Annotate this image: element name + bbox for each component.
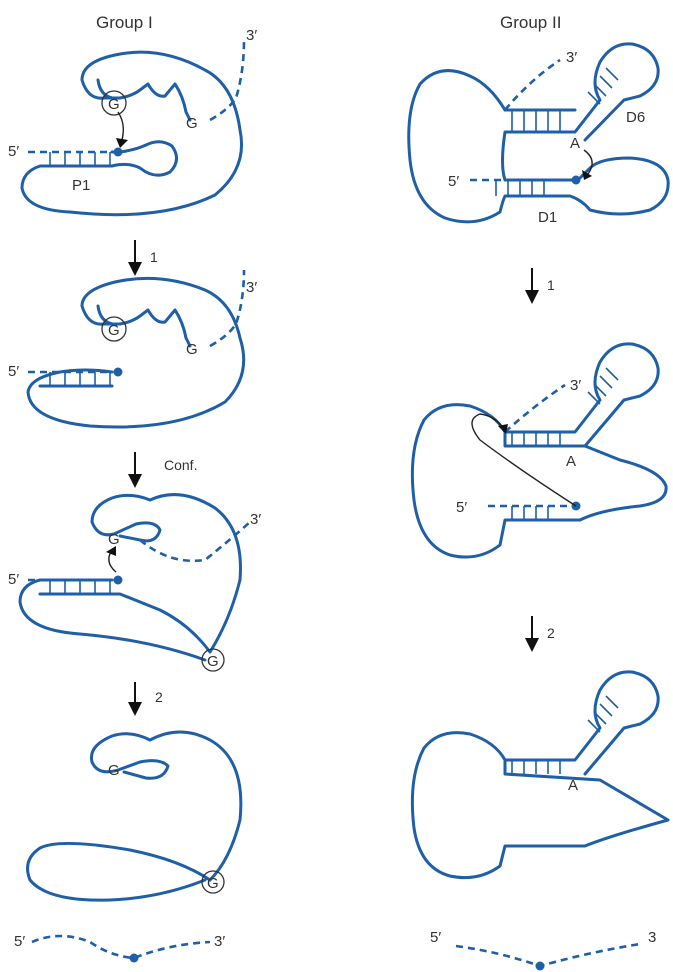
three-prime-label: 3′ — [214, 933, 225, 950]
group-ii-stage-3: A — [410, 670, 670, 880]
group-i-ligated-exons: 5′ 3′ — [14, 933, 225, 963]
step-1-label: 1 — [150, 249, 158, 265]
p1-label: P1 — [72, 177, 90, 194]
d1-label: D1 — [538, 209, 557, 226]
five-prime-label: 5′ — [430, 929, 441, 946]
three-prime-label: 3′ — [250, 511, 261, 528]
five-prime-label: 5′ — [14, 933, 25, 950]
group-i-header: Group I — [96, 13, 153, 32]
group-ii-arrow-1: 1 — [525, 268, 555, 304]
guanosine-ring — [101, 316, 127, 342]
group-i-arrow-conf: Conf. — [128, 452, 197, 488]
group-ii-header: Group II — [500, 13, 561, 32]
five-prime-label: 5′ — [456, 499, 467, 516]
group-i-stage-4: G G — [26, 730, 243, 902]
intron-outline — [20, 50, 244, 217]
three-prime-exon — [209, 39, 246, 122]
five-prime-label: 5′ — [8, 143, 19, 160]
group-ii-stage-1: A D6 D1 5′ 3′ — [407, 42, 670, 226]
three-prime-label: 3′ — [566, 49, 577, 66]
guanosine-label: G — [108, 531, 120, 548]
three-prime-label: 3 — [648, 929, 656, 946]
group-ii-arrow-2: 2 — [525, 616, 555, 652]
guanosine-label: G — [108, 96, 120, 113]
three-prime-label: 3′ — [570, 377, 581, 394]
group-ii-stage-2: A 5′ 3′ — [410, 342, 668, 559]
group-i-stage-3: G G 5′ 3′ — [8, 493, 261, 672]
branch-a-label: A — [570, 135, 580, 152]
released-g-label: G — [207, 653, 219, 670]
branch-a-label: A — [568, 777, 578, 794]
three-prime-label: 3′ — [246, 279, 257, 296]
step-2-label: 2 — [547, 625, 555, 641]
group-i-stage-2: G G 5′ 3′ — [8, 269, 257, 429]
terminal-g-label: G — [186, 341, 198, 358]
conf-label: Conf. — [164, 457, 197, 473]
branch-a-label: A — [566, 453, 576, 470]
splice-site-dot — [113, 367, 123, 377]
five-prime-label: 5′ — [448, 173, 459, 190]
d6-label: D6 — [626, 109, 645, 126]
group-i-stage-1: G G 5′ 3′ P1 — [8, 27, 257, 217]
junction-dot — [129, 953, 139, 963]
released-g-ring — [201, 870, 225, 894]
step-2-label: 2 — [155, 689, 163, 705]
guanosine-label: G — [108, 322, 120, 339]
five-prime-label: 5′ — [8, 363, 19, 380]
group-i-arrow-2: 2 — [128, 682, 163, 716]
guanosine-label: G — [108, 762, 120, 779]
released-g-ring — [201, 648, 225, 672]
five-prime-label: 5′ — [8, 571, 19, 588]
released-g-label: G — [207, 875, 219, 892]
junction-dot — [535, 961, 545, 971]
splice-site-dot — [113, 575, 123, 585]
group-ii-ligated-exons: 5′ 3 — [430, 929, 656, 971]
three-prime-label: 3′ — [246, 27, 257, 44]
group-i-arrow-1: 1 — [128, 240, 158, 276]
step-1-label: 1 — [547, 277, 555, 293]
splice-site-dot — [571, 175, 581, 185]
guanosine-ring — [101, 90, 127, 116]
terminal-g-label: G — [186, 115, 198, 132]
splice-site-dot — [113, 147, 123, 157]
